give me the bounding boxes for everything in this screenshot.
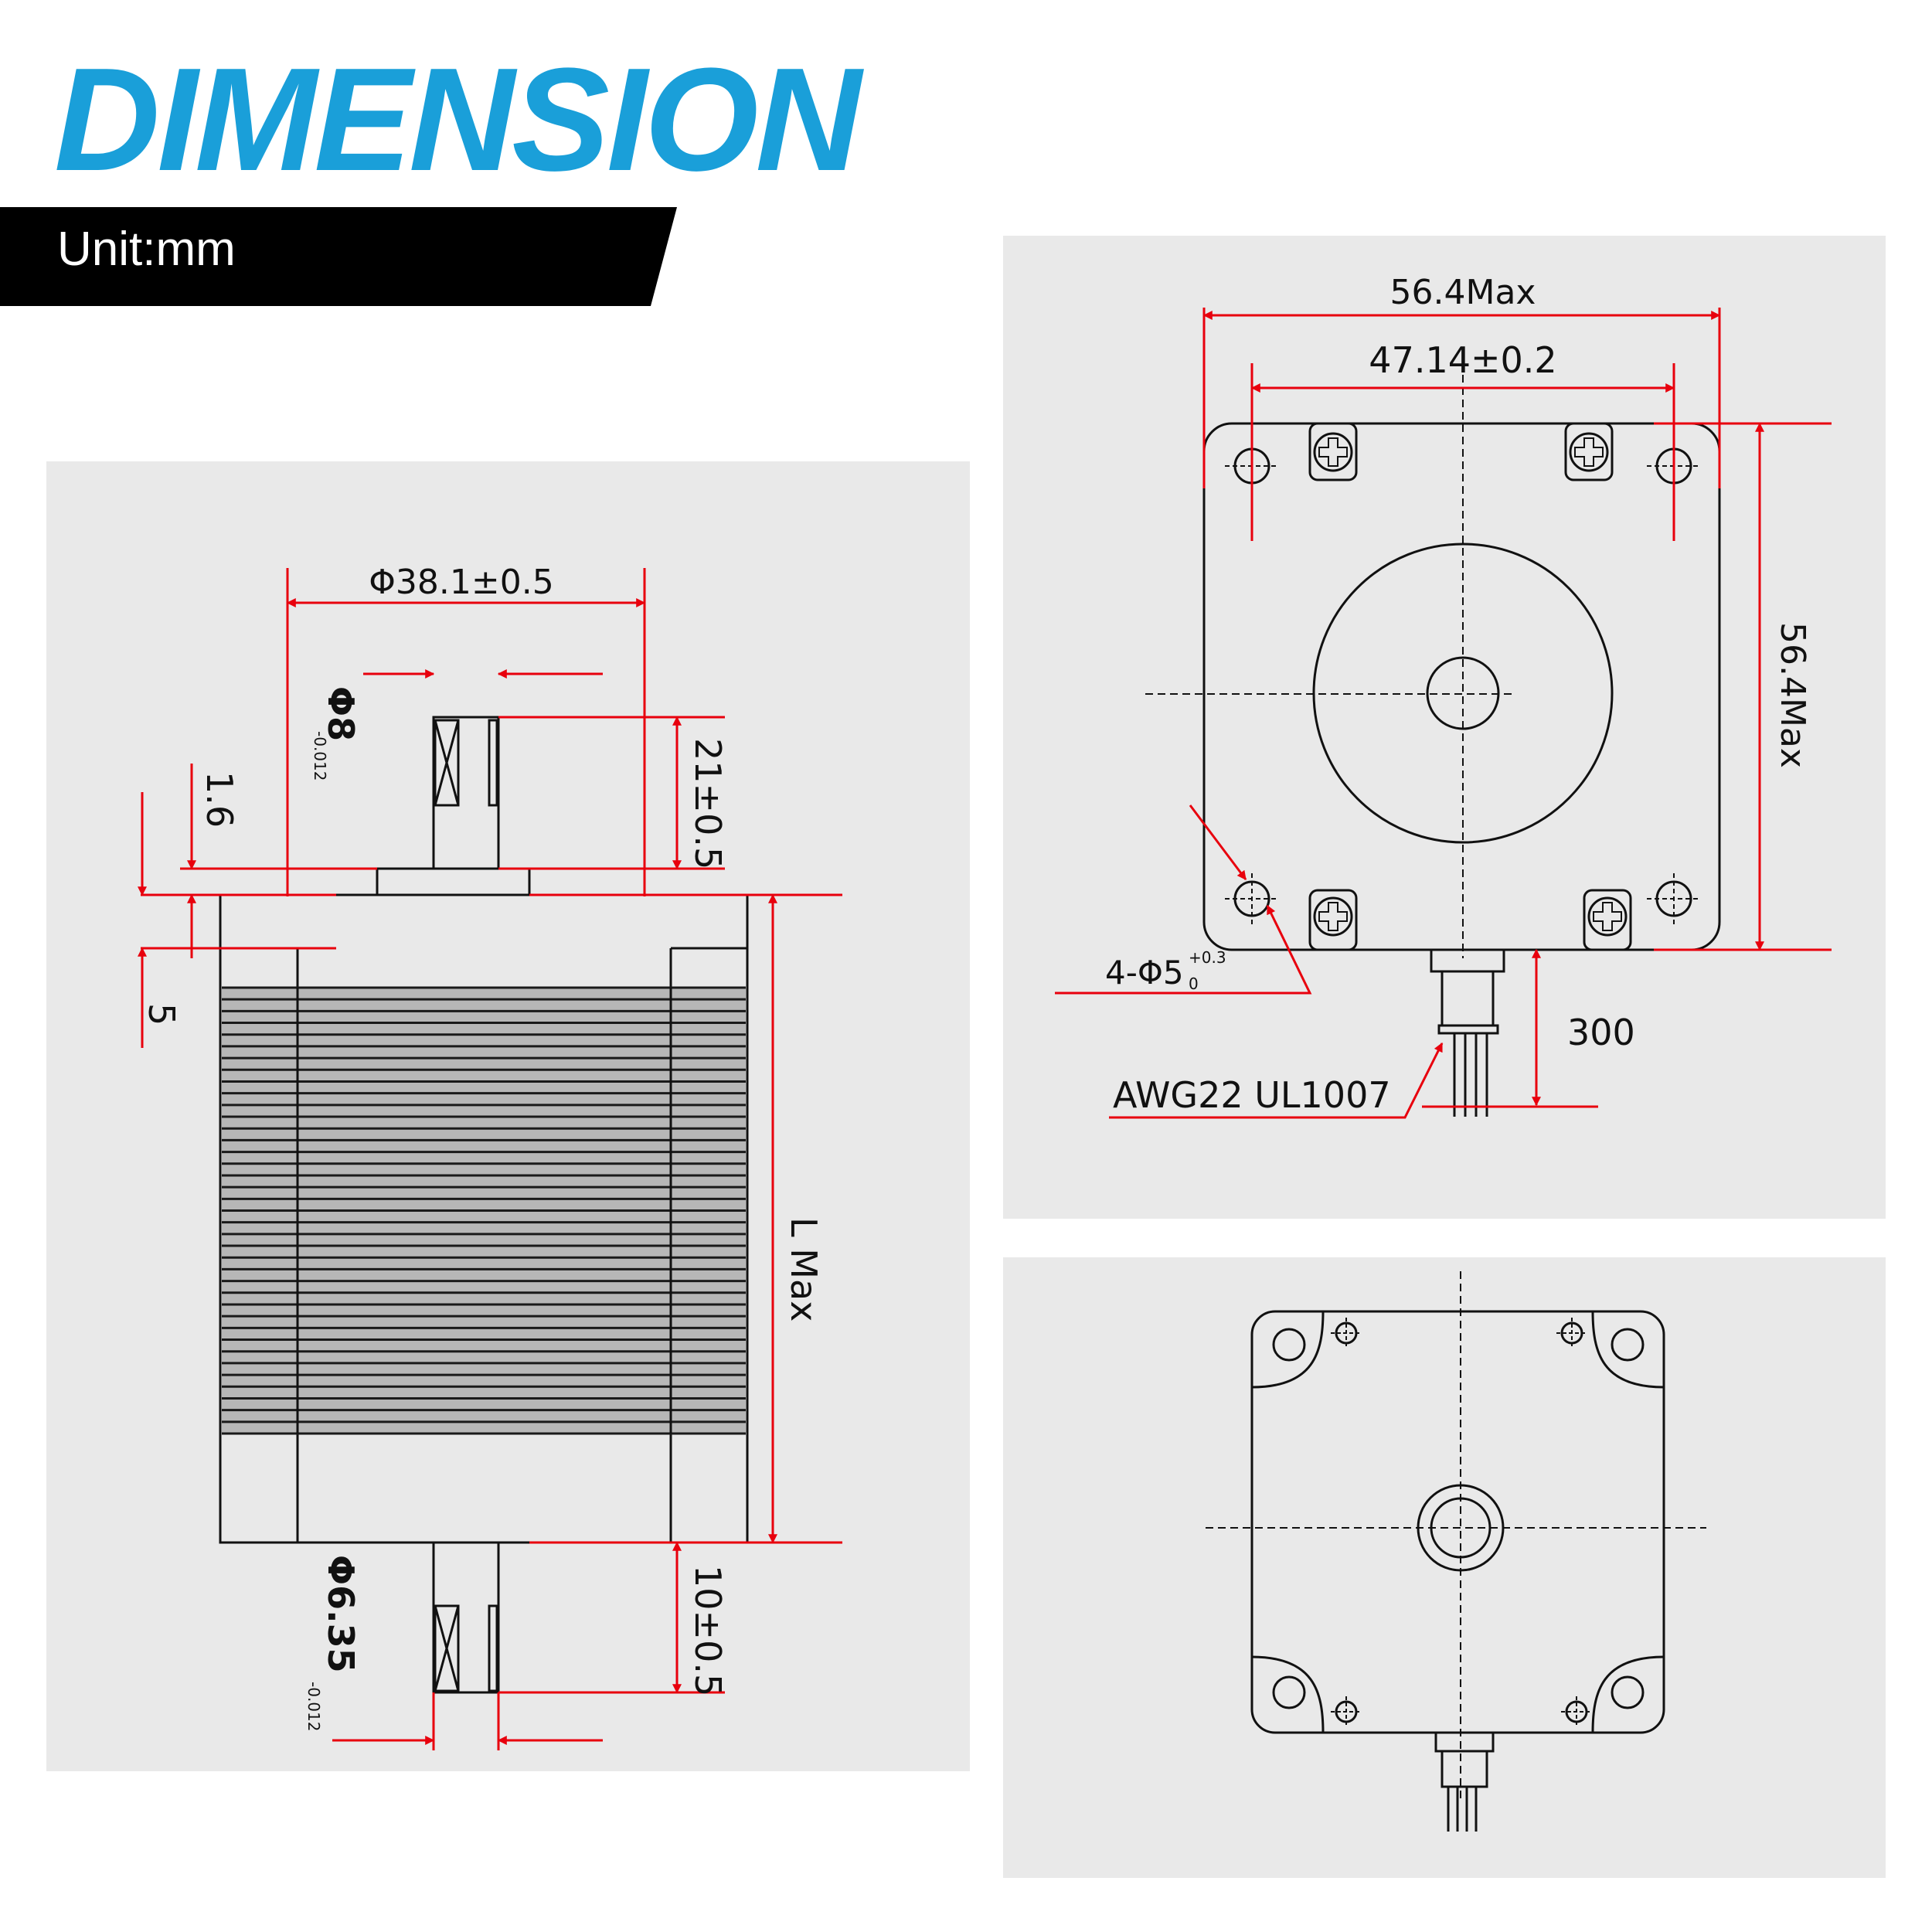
dim-lead-length: 300	[1567, 1012, 1635, 1053]
lamination-stack	[222, 986, 746, 1435]
rear-hole-crosshairs	[1331, 1318, 1592, 1727]
unit-banner	[0, 207, 680, 306]
dim-body-length: L Max	[783, 1217, 825, 1321]
dim-rear-shaft-length: 10±0.5	[687, 1565, 729, 1696]
front-shaft	[432, 716, 500, 870]
front-view-panel: 56.4Max 47.14±0.2 56.4Max 4-Φ5 +0.3 0 30…	[1003, 236, 1886, 1219]
dim-mount-holes: 4-Φ5	[1105, 954, 1184, 992]
dim-front-shaft-tolerance: -0.012	[311, 731, 329, 781]
center-lines	[1145, 375, 1515, 958]
rear-view-drawing	[1003, 1257, 1886, 1878]
dim-outer-height: 56.4Max	[1773, 622, 1812, 768]
rear-face	[1250, 1310, 1665, 1832]
rear-view-panel	[1003, 1257, 1886, 1878]
dim-rear-shaft-tolerance: -0.012	[304, 1682, 323, 1731]
dim-end-cap: 5	[141, 1003, 182, 1026]
dim-hole-spacing: 47.14±0.2	[1369, 339, 1556, 381]
dim-mount-holes-tol-upper: +0.3	[1189, 948, 1226, 967]
rear-shaft	[432, 1541, 500, 1694]
dim-rear-shaft-diameter: Φ6.35	[320, 1555, 362, 1673]
dim-flange-diameter: Φ38.1±0.5	[369, 563, 553, 602]
unit-label: Unit:mm	[57, 223, 236, 276]
screw-crosses	[1318, 437, 1622, 931]
dim-outer-width: 56.4Max	[1390, 273, 1536, 312]
dim-front-shaft-diameter: Φ8	[320, 686, 362, 741]
dim-front-shaft-length: 21±0.5	[687, 738, 729, 869]
front-face	[1202, 422, 1721, 1117]
page-title: DIMENSION	[54, 38, 862, 202]
dim-wire-spec: AWG22 UL1007	[1113, 1074, 1391, 1116]
front-view-drawing: 56.4Max 47.14±0.2 56.4Max 4-Φ5 +0.3 0 30…	[1003, 236, 1886, 1219]
side-view-drawing: Φ38.1±0.5 Φ8 -0.012 21±0.5 1.6 5 L Max 1…	[46, 461, 970, 1771]
dim-mount-holes-tol-lower: 0	[1189, 975, 1199, 993]
side-view-panel: Φ38.1±0.5 Φ8 -0.012 21±0.5 1.6 5 L Max 1…	[46, 461, 970, 1771]
unit-banner-shape	[0, 207, 677, 306]
dim-flange-height: 1.6	[199, 771, 240, 828]
rear-center-lines	[1206, 1271, 1706, 1801]
